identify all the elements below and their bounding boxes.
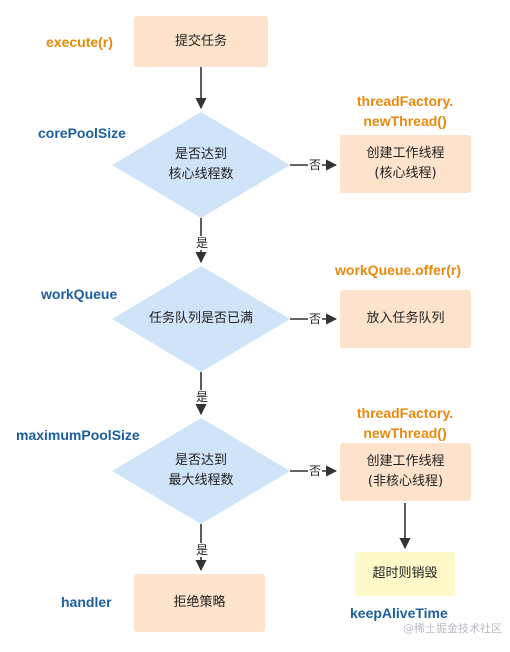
edge-yes-queue: 是 xyxy=(195,390,210,404)
handler-label: handler xyxy=(61,594,112,610)
core-check-line2: 核心线程数 xyxy=(168,167,234,182)
core-check-diamond xyxy=(112,112,290,218)
max-check-line2: 最大线程数 xyxy=(168,473,234,488)
edge-yes-max: 是 xyxy=(195,543,210,557)
edge-no-queue: 否 xyxy=(308,312,323,326)
reject-policy-text: 拒绝策略 xyxy=(173,595,226,610)
submit-task-text: 提交任务 xyxy=(174,33,227,49)
enqueue-box: 放入任务队列 xyxy=(340,290,471,348)
thread-factory-1-line2: newThread() xyxy=(363,113,447,129)
edge-no-core: 否 xyxy=(308,158,323,172)
create-core-line1: 创建工作线程 xyxy=(366,146,445,161)
maximum-pool-size-label: maximumPoolSize xyxy=(16,427,140,443)
keep-alive-time-label: keepAliveTime xyxy=(350,605,448,621)
queue-check-line: 任务队列是否已满 xyxy=(148,311,253,326)
max-check-text: 是否达到 最大线程数 xyxy=(132,451,270,491)
create-noncore-thread-box: 创建工作线程 (非核心线程) xyxy=(340,443,471,501)
thread-factory-2-line1: threadFactory. xyxy=(356,405,454,421)
queue-check-text: 任务队列是否已满 xyxy=(122,309,280,329)
execute-label: execute(r) xyxy=(46,34,113,50)
reject-policy-box: 拒绝策略 xyxy=(134,574,265,632)
max-check-line1: 是否达到 xyxy=(174,453,227,468)
create-core-thread-box: 创建工作线程 (核心线程) xyxy=(340,135,471,193)
create-core-line2: (核心线程) xyxy=(374,166,437,181)
thread-factory-2-line2: newThread() xyxy=(363,425,447,441)
edge-no-max: 否 xyxy=(308,464,323,478)
max-check-diamond xyxy=(112,418,290,524)
enqueue-text: 放入任务队列 xyxy=(366,311,445,326)
thread-factory-1-line1: threadFactory. xyxy=(356,93,454,109)
watermark: @稀土掘金技术社区 xyxy=(403,622,502,635)
timeout-destroy-text: 超时则销毁 xyxy=(372,566,438,581)
thread-factory-label-1: threadFactory. newThread() xyxy=(335,91,475,131)
core-check-line1: 是否达到 xyxy=(174,147,227,162)
thread-factory-label-2: threadFactory. newThread() xyxy=(335,403,475,443)
submit-task-box: 提交任务 xyxy=(134,16,268,67)
queue-check-diamond xyxy=(112,266,290,372)
work-queue-label: workQueue xyxy=(41,286,118,302)
create-noncore-line2: (非核心线程) xyxy=(367,474,444,489)
timeout-destroy-box: 超时则销毁 xyxy=(355,552,455,596)
core-check-text: 是否达到 核心线程数 xyxy=(132,145,270,185)
core-pool-size-label: corePoolSize xyxy=(38,125,126,141)
work-queue-offer-label: workQueue.offer(r) xyxy=(335,262,462,278)
create-noncore-line1: 创建工作线程 xyxy=(366,454,445,469)
edge-yes-core: 是 xyxy=(195,236,210,250)
